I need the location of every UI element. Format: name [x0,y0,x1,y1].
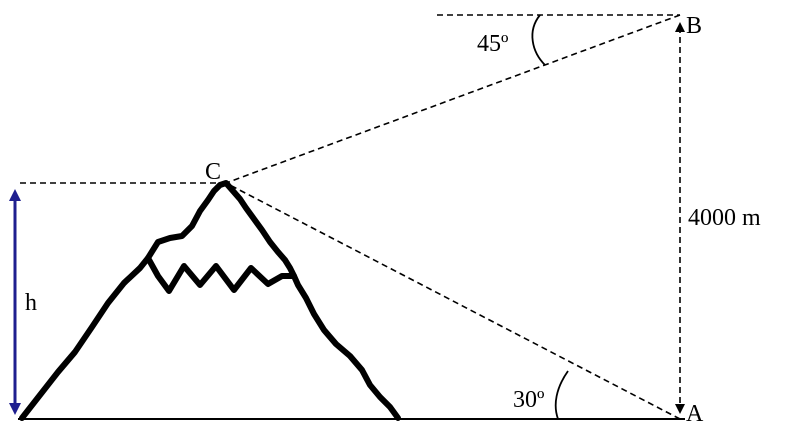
altitude-label: 4000 m [688,205,761,231]
angle-label-30: 30º [513,387,545,413]
line-of-sight-B-to-C [225,14,681,184]
mountain-height-label: h [25,290,37,316]
point-label-B: B [686,13,702,39]
angle-arc-30 [554,370,569,420]
mountain-snow-line [145,255,297,294]
mountain-outline [19,180,401,421]
point-label-A: A [686,401,704,421]
angle-label-45: 45º [477,31,509,57]
line-of-sight-A-to-C [225,182,681,420]
point-label-C: C [205,159,221,185]
angle-arc-45 [531,14,546,66]
